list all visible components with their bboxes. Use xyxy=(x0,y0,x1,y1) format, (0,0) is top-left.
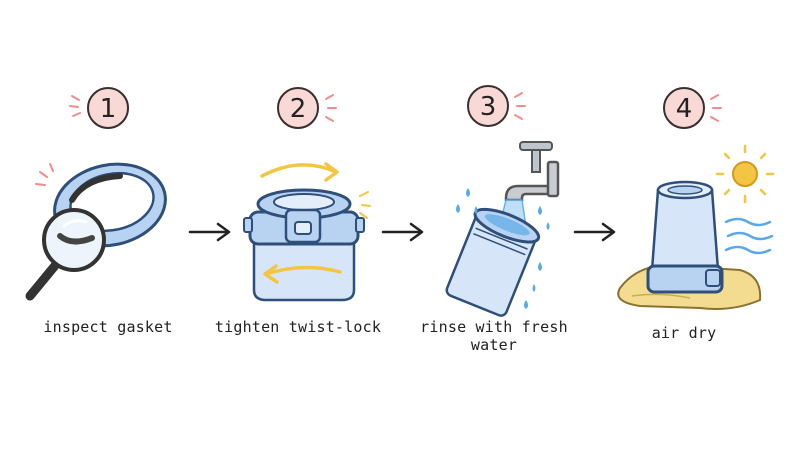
step-1-badge: 1 xyxy=(69,87,129,129)
arrow-right-icon xyxy=(188,222,231,242)
sparkle-icon xyxy=(710,94,722,122)
step-4-badge: 4 xyxy=(663,87,722,129)
sparkle-icon xyxy=(69,95,81,117)
rotate-arrow-icon xyxy=(260,162,342,284)
bottle-twist-lock-icon xyxy=(243,162,371,302)
sparkle-icon xyxy=(325,94,337,122)
faucet-rinse-icon xyxy=(445,141,560,317)
step-2-number: 2 xyxy=(290,94,307,124)
sun-icon xyxy=(715,144,775,204)
step-4-caption: air dry xyxy=(651,324,717,342)
step-3-badge: 3 xyxy=(467,85,526,127)
arrow-right-icon xyxy=(573,222,616,242)
step-2-badge: 2 xyxy=(277,87,337,129)
step-3-caption: rinse with fresh water xyxy=(420,318,568,354)
step-4-number: 4 xyxy=(676,94,693,124)
bottle-drying-icon xyxy=(617,144,775,310)
step-3-number: 3 xyxy=(480,92,497,122)
magnifier-gasket-icon xyxy=(25,162,167,301)
step-1-number: 1 xyxy=(100,94,117,124)
water-droplet-icon xyxy=(456,188,550,309)
wind-icon xyxy=(724,217,774,255)
sparkle-icon xyxy=(514,92,526,120)
arrow-right-icon xyxy=(381,222,424,242)
step-2-caption: tighten twist-lock xyxy=(214,318,382,336)
step-1-caption: inspect gasket xyxy=(43,318,173,336)
